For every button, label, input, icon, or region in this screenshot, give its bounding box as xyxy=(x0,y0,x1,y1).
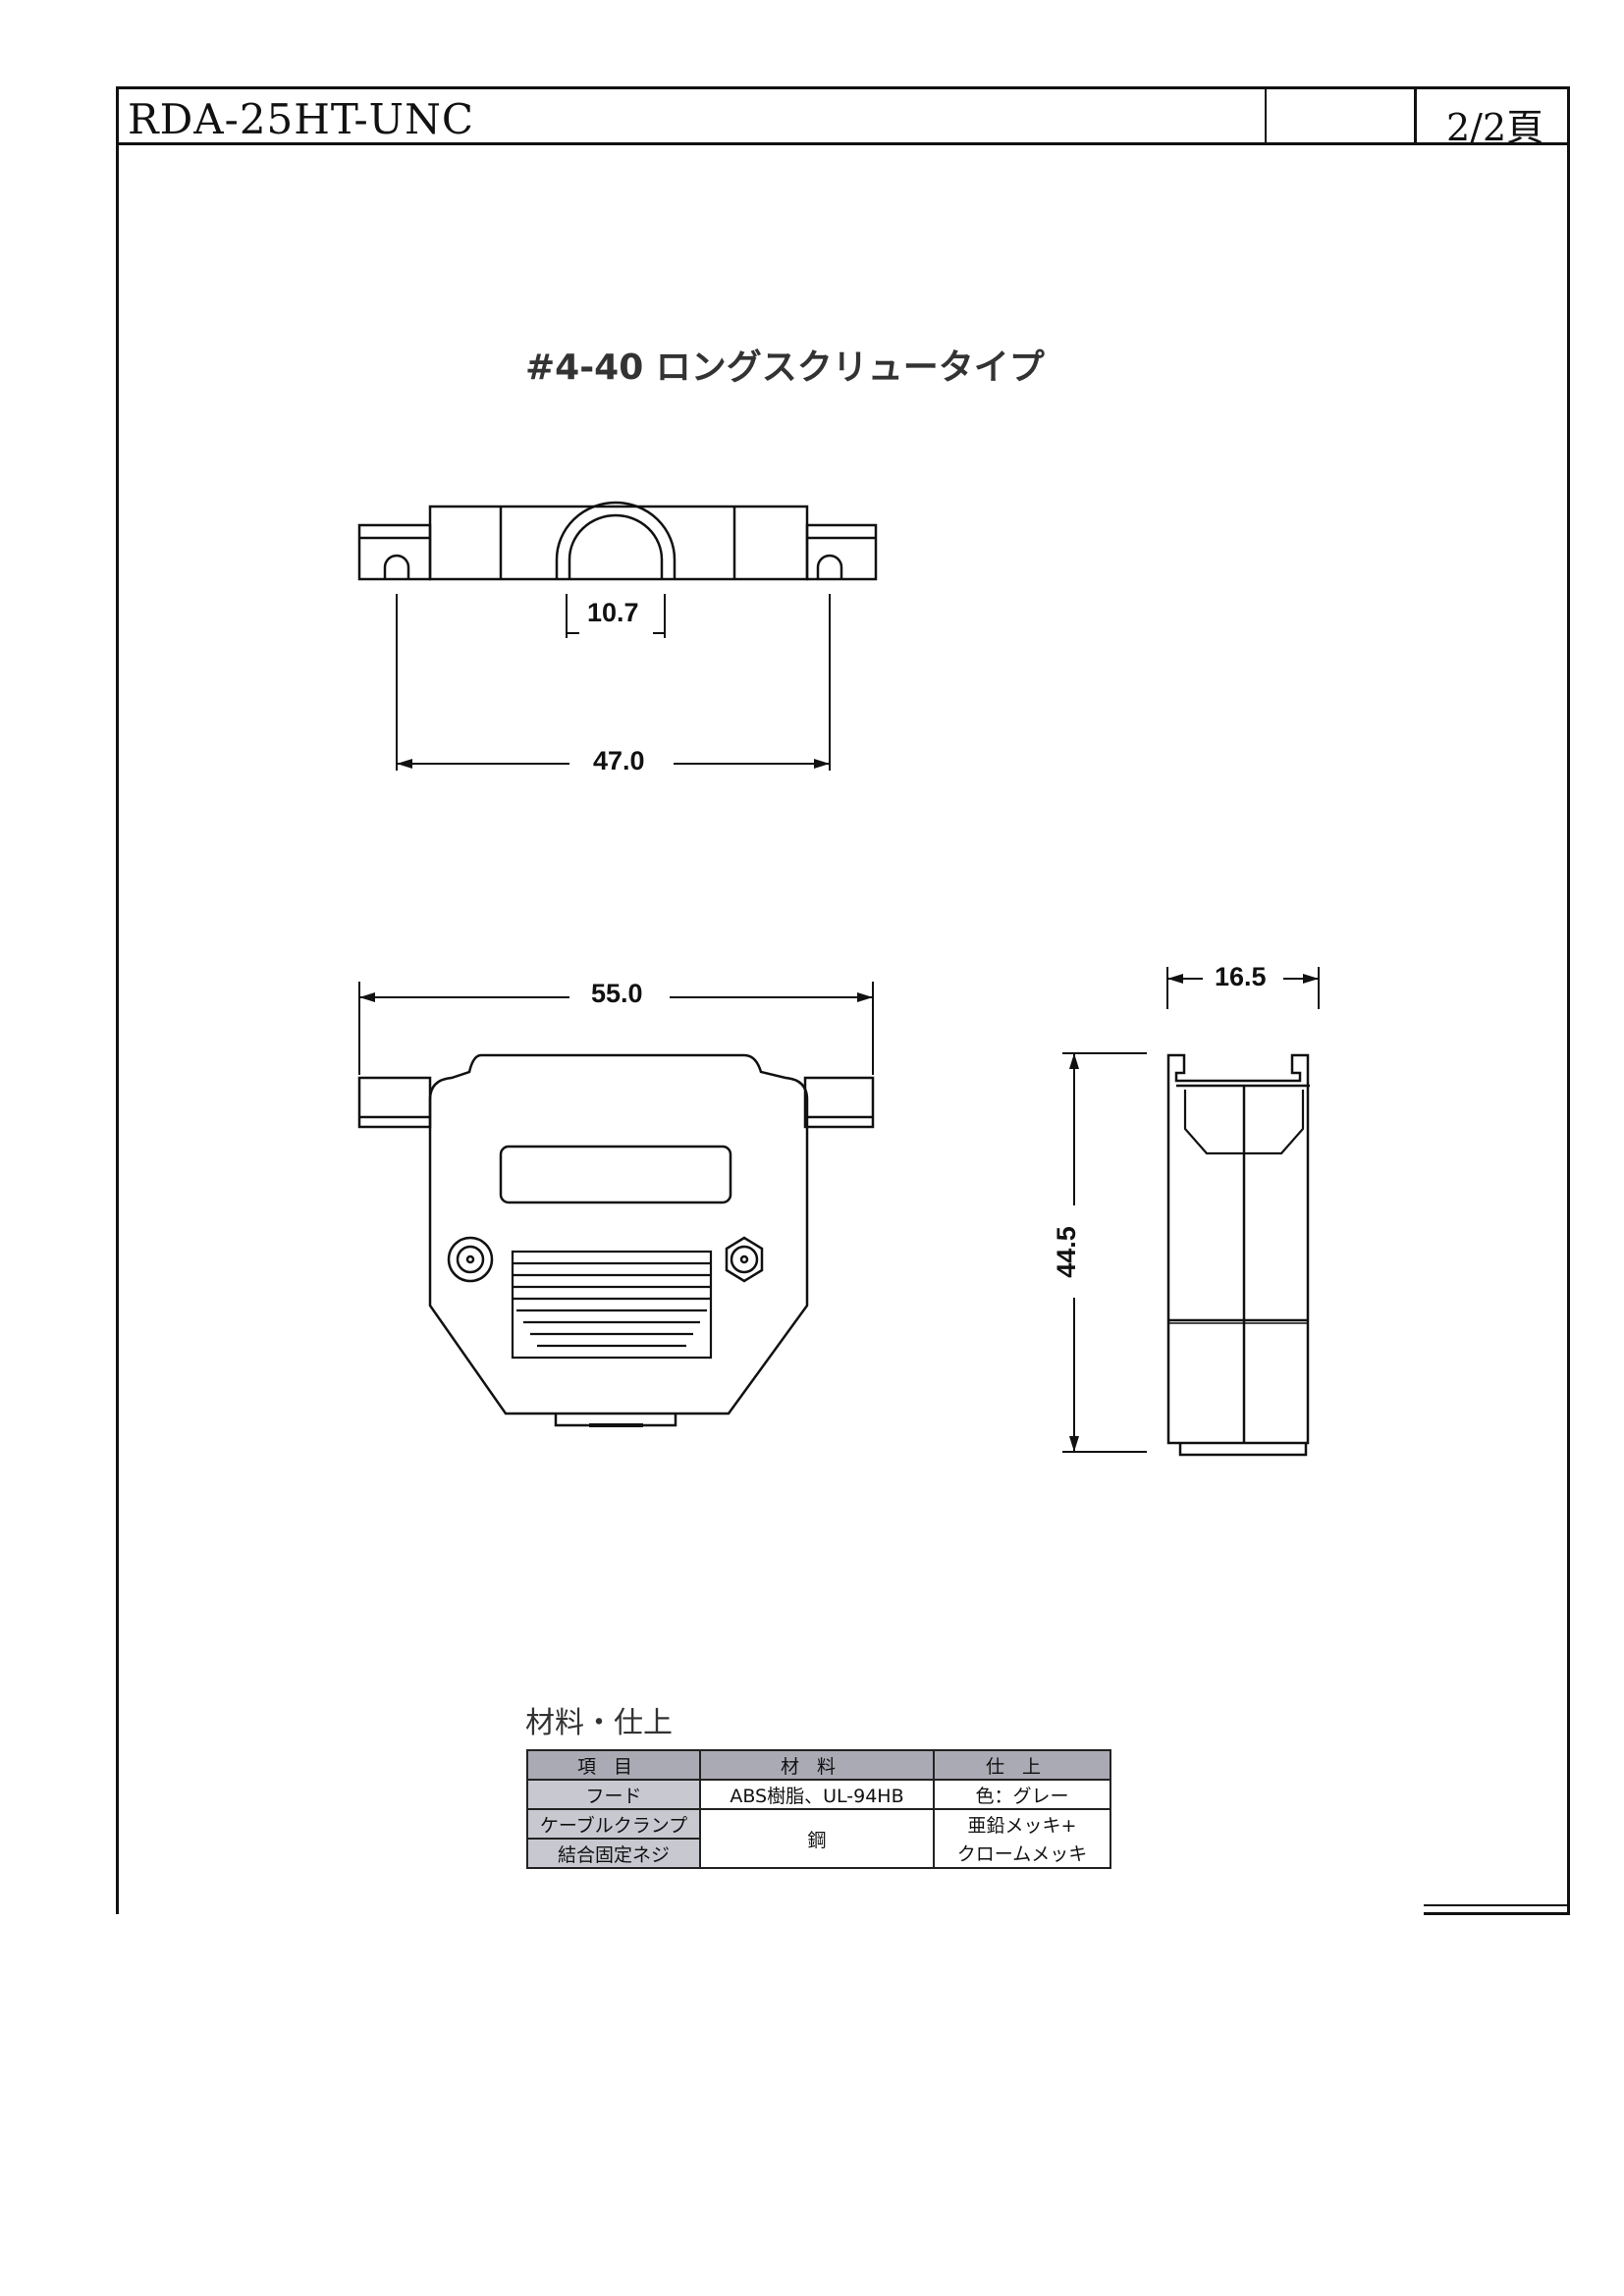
front-view-left-flange xyxy=(357,1076,432,1129)
hood-outline xyxy=(428,1053,809,1415)
header-bar: RDA-25HT-UNC 2/2頁 xyxy=(116,86,1569,149)
table-cell-finish: 亜鉛メッキ+ xyxy=(933,1808,1111,1839)
table-cell-material: 鋼 xyxy=(699,1808,935,1869)
table-cell-material: ABS樹脂、UL-94HB xyxy=(699,1779,935,1810)
grip-ribs xyxy=(511,1250,713,1360)
dim-overall-width: 55.0 xyxy=(591,979,643,1008)
table-row: フード ABS樹脂、UL-94HB 色：グレー xyxy=(526,1779,1111,1810)
frame-bottom-double-line xyxy=(1424,1904,1570,1915)
header-divider xyxy=(1414,89,1417,142)
table-cell-finish: クロームメッキ xyxy=(933,1839,1111,1869)
front-view xyxy=(357,982,875,1427)
table-cell-item: フード xyxy=(526,1779,701,1810)
table-row: ケーブルクランプ 鋼 亜鉛メッキ+ xyxy=(526,1808,1111,1869)
side-body xyxy=(1166,1053,1310,1445)
table-cell-item: ケーブルクランプ xyxy=(526,1808,701,1840)
label-window xyxy=(499,1145,732,1204)
column-header: 材料 xyxy=(699,1749,935,1781)
top-view-body xyxy=(428,505,809,581)
side-view xyxy=(1062,967,1320,1457)
cable-arch xyxy=(555,501,677,579)
header-divider xyxy=(1265,89,1267,142)
dim-height: 44.5 xyxy=(1051,1226,1081,1278)
page-number: 2/2頁 xyxy=(1446,106,1544,149)
materials-caption: 材料・仕上 xyxy=(525,1706,673,1740)
right-screw xyxy=(725,1236,764,1283)
column-header: 仕上 xyxy=(933,1749,1111,1781)
frame-right-border xyxy=(1567,86,1570,1914)
top-view xyxy=(357,501,878,771)
part-number: RDA-25HT-UNC xyxy=(128,95,474,143)
table-row: 結合固定ネジ クロームメッキ xyxy=(526,1838,1111,1869)
dim-screw-pitch: 47.0 xyxy=(593,746,645,775)
top-view-left-flange xyxy=(357,523,432,581)
dim-cable-opening: 10.7 xyxy=(587,598,639,627)
table-cell-finish: 色：グレー xyxy=(933,1779,1111,1810)
dim-depth: 16.5 xyxy=(1215,962,1267,991)
left-screw xyxy=(447,1236,494,1283)
front-view-right-flange xyxy=(803,1076,875,1129)
column-header: 項目 xyxy=(526,1749,701,1781)
materials-table: 項目 材料 仕上 フード ABS樹脂、UL-94HB 色：グレー ケーブルクラン… xyxy=(526,1749,1111,1869)
table-cell-item: 結合固定ネジ xyxy=(526,1838,701,1869)
drawing-title: #4-40 ロングスクリュータイプ xyxy=(525,347,1045,388)
table-header-row: 項目 材料 仕上 xyxy=(526,1749,1111,1781)
frame-left-border xyxy=(116,86,119,1914)
